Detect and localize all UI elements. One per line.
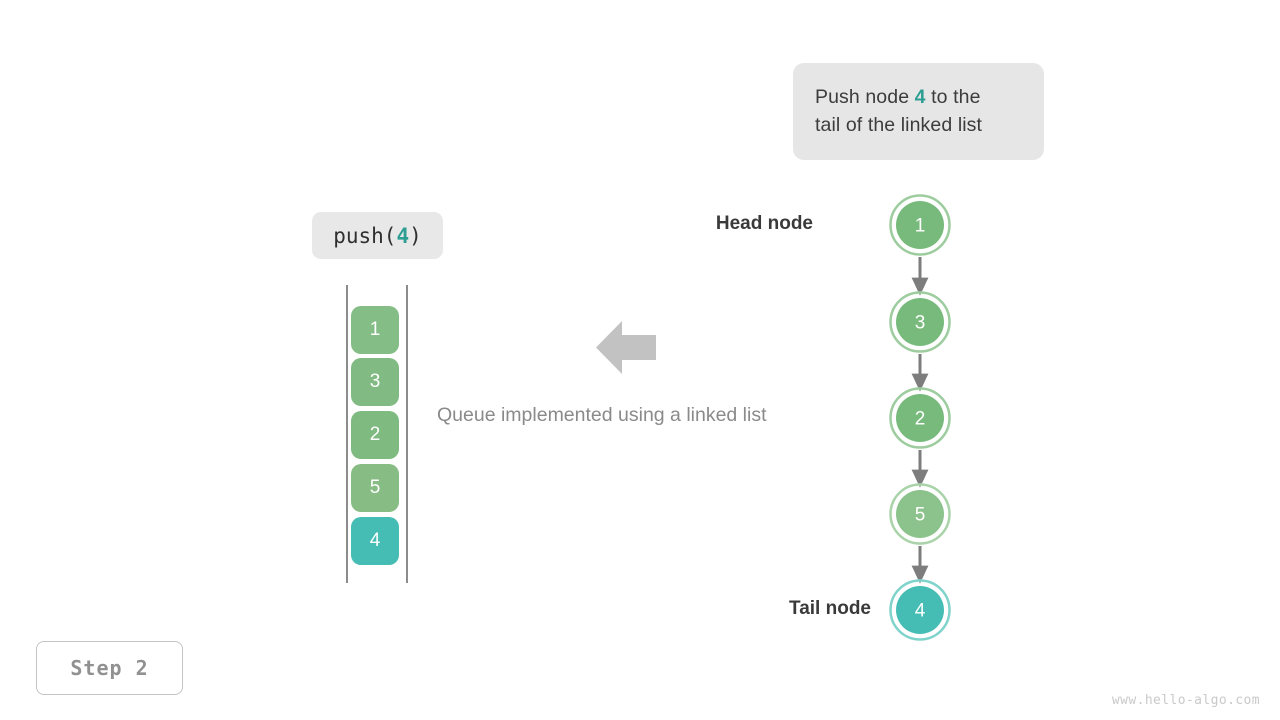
queue-cell-value: 2	[369, 424, 381, 445]
left-arrow-icon	[596, 321, 656, 374]
node-outer-ring	[889, 579, 951, 641]
node-value: 3	[915, 313, 926, 334]
queue-cell-value: 4	[369, 530, 381, 551]
linked-list-nodes: 1 3 2 5 4	[889, 194, 951, 641]
queue-rail-left	[346, 285, 348, 583]
linked-list-node: 2	[889, 387, 951, 449]
node-outer-ring	[889, 387, 951, 449]
linked-list-diagram: 1 3 2 5 4	[889, 194, 951, 641]
node-circle	[896, 586, 944, 634]
queue-cell: 2	[351, 411, 399, 459]
instruction-line-2: tail of the linked list	[815, 114, 983, 136]
node-circle	[896, 201, 944, 249]
linked-list-node: 4	[889, 579, 951, 641]
node-outer-ring	[889, 194, 951, 256]
node-circle	[896, 394, 944, 442]
node-circle	[896, 298, 944, 346]
tail-node-label: Tail node	[789, 598, 871, 619]
instruction-line-1: Push node 4 to the	[815, 83, 1022, 111]
node-outer-ring	[889, 291, 951, 353]
linked-list-node: 5	[889, 483, 951, 545]
node-value: 1	[915, 216, 926, 237]
queue-rail-right	[406, 285, 408, 583]
instruction-prefix: Push node	[815, 86, 915, 108]
node-value: 5	[915, 505, 926, 526]
node-circle	[896, 490, 944, 538]
linked-list-node: 3	[889, 291, 951, 353]
operation-argument: 4	[396, 223, 410, 248]
queue-cell: 5	[351, 464, 399, 512]
node-value: 2	[915, 409, 926, 430]
operation-function-open: push(	[333, 223, 397, 248]
linked-list-node: 1	[889, 194, 951, 256]
queue-cell: 1	[351, 306, 399, 354]
node-value: 4	[915, 601, 926, 622]
instruction-caption-box: Push node 4 to the tail of the linked li…	[793, 63, 1044, 160]
queue-cell-value: 1	[369, 319, 381, 340]
queue-cell-value: 5	[369, 477, 381, 498]
operation-function-close: )	[409, 223, 422, 248]
node-outer-ring	[889, 483, 951, 545]
instruction-accent-value: 4	[914, 86, 926, 108]
operation-label: push(4)	[312, 212, 443, 259]
queue-cell: 4	[351, 517, 399, 565]
step-badge: Step 2	[36, 641, 183, 695]
watermark: www.hello-algo.com	[1111, 693, 1260, 708]
queue-cell: 3	[351, 358, 399, 406]
queue-cell-value: 3	[369, 371, 381, 392]
queue-description-text: Queue implemented using a linked list	[437, 404, 767, 426]
instruction-suffix: to the	[925, 86, 981, 108]
head-node-label: Head node	[715, 213, 813, 234]
